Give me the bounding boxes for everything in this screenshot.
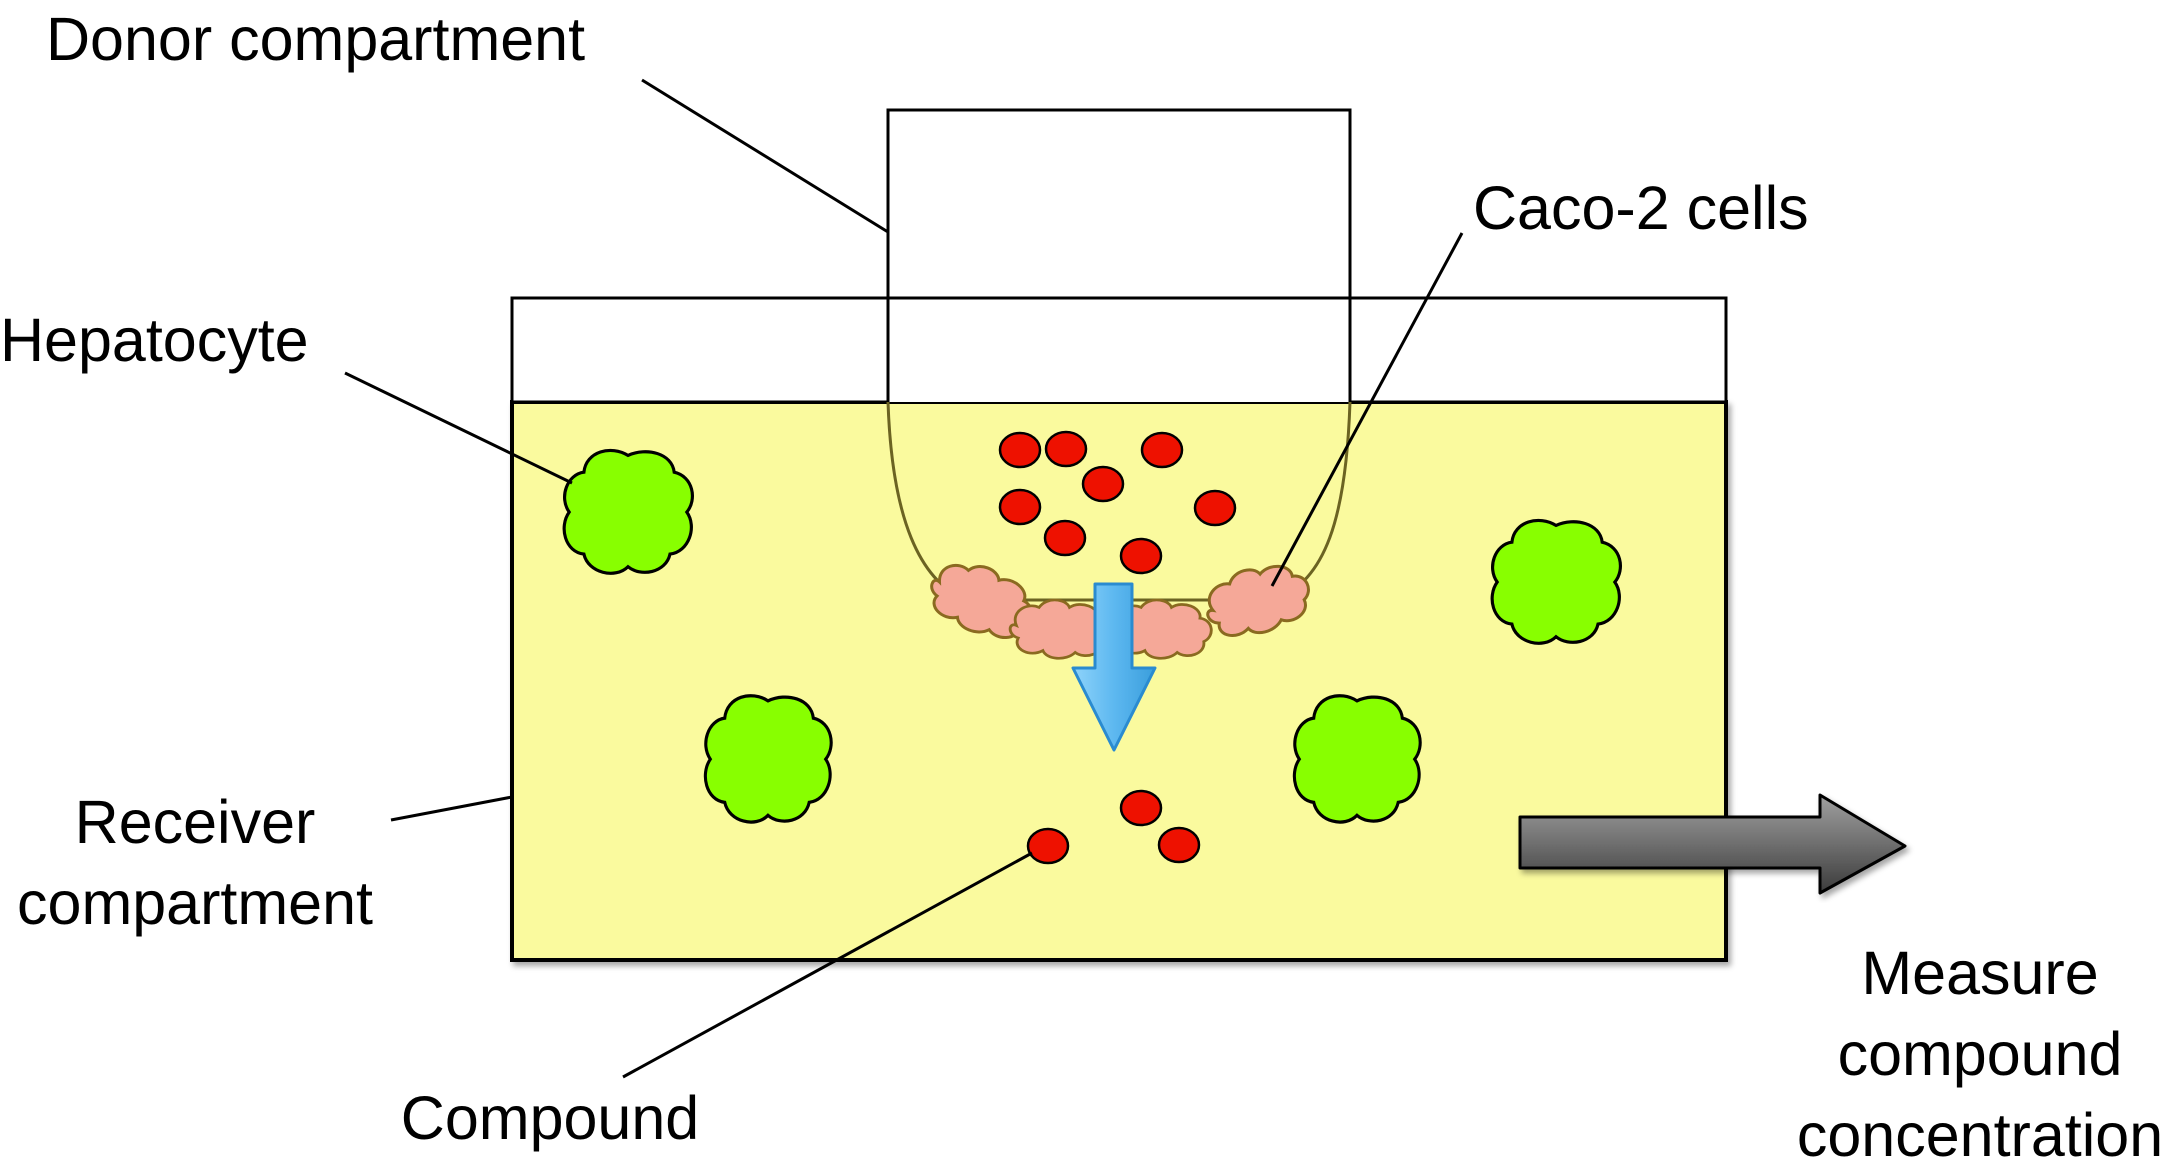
compound-molecule-icon xyxy=(1140,431,1184,469)
compound-molecule-icon xyxy=(1081,465,1125,503)
right-arrow-icon xyxy=(1518,793,1907,895)
donor-insert-upper xyxy=(886,108,1352,402)
hepatocyte-label: Hepatocyte xyxy=(0,306,309,374)
receiver-compounds xyxy=(1026,789,1201,865)
compound-molecule-icon xyxy=(1026,827,1070,865)
hepatocyte-cell-icon xyxy=(1292,694,1422,824)
caco2-leader-line xyxy=(1270,232,1464,587)
compound-molecule-icon xyxy=(1044,430,1088,468)
receiver-leader-line xyxy=(390,795,513,822)
compound-leader-line xyxy=(622,851,1033,1079)
receiver-label-line1: Receiver xyxy=(75,788,316,856)
donor-label: Donor compartment xyxy=(46,5,585,73)
measure-label-line2: compound xyxy=(1838,1020,2123,1088)
compound-molecule-icon xyxy=(1119,537,1163,575)
hepatocyte-cell-icon xyxy=(562,448,694,575)
donor-compounds xyxy=(998,430,1237,575)
labels: Donor compartment Caco-2 cells Hepatocyt… xyxy=(0,5,2163,1169)
hepatocyte-cell-icon xyxy=(1490,518,1623,645)
compound-molecule-icon xyxy=(1193,489,1237,527)
compound-label: Compound xyxy=(401,1084,699,1152)
hepatocyte-leader-line xyxy=(344,371,573,485)
leader-lines xyxy=(344,78,1464,1079)
down-arrow-icon xyxy=(1071,582,1157,752)
compound-molecule-icon xyxy=(1043,519,1087,557)
compound-molecule-icon xyxy=(1157,826,1201,864)
caco2-label: Caco-2 cells xyxy=(1473,174,1809,242)
measure-label-line1: Measure xyxy=(1861,939,2098,1007)
receiver-label-line2: compartment xyxy=(17,869,373,937)
compound-molecule-icon xyxy=(1119,789,1163,827)
measure-label-line3: concentration xyxy=(1797,1101,2163,1169)
compound-molecule-icon xyxy=(998,431,1042,469)
hepatocyte-cell-icon xyxy=(703,694,833,824)
compound-molecule-icon xyxy=(998,488,1042,526)
donor-leader-line xyxy=(641,78,889,234)
